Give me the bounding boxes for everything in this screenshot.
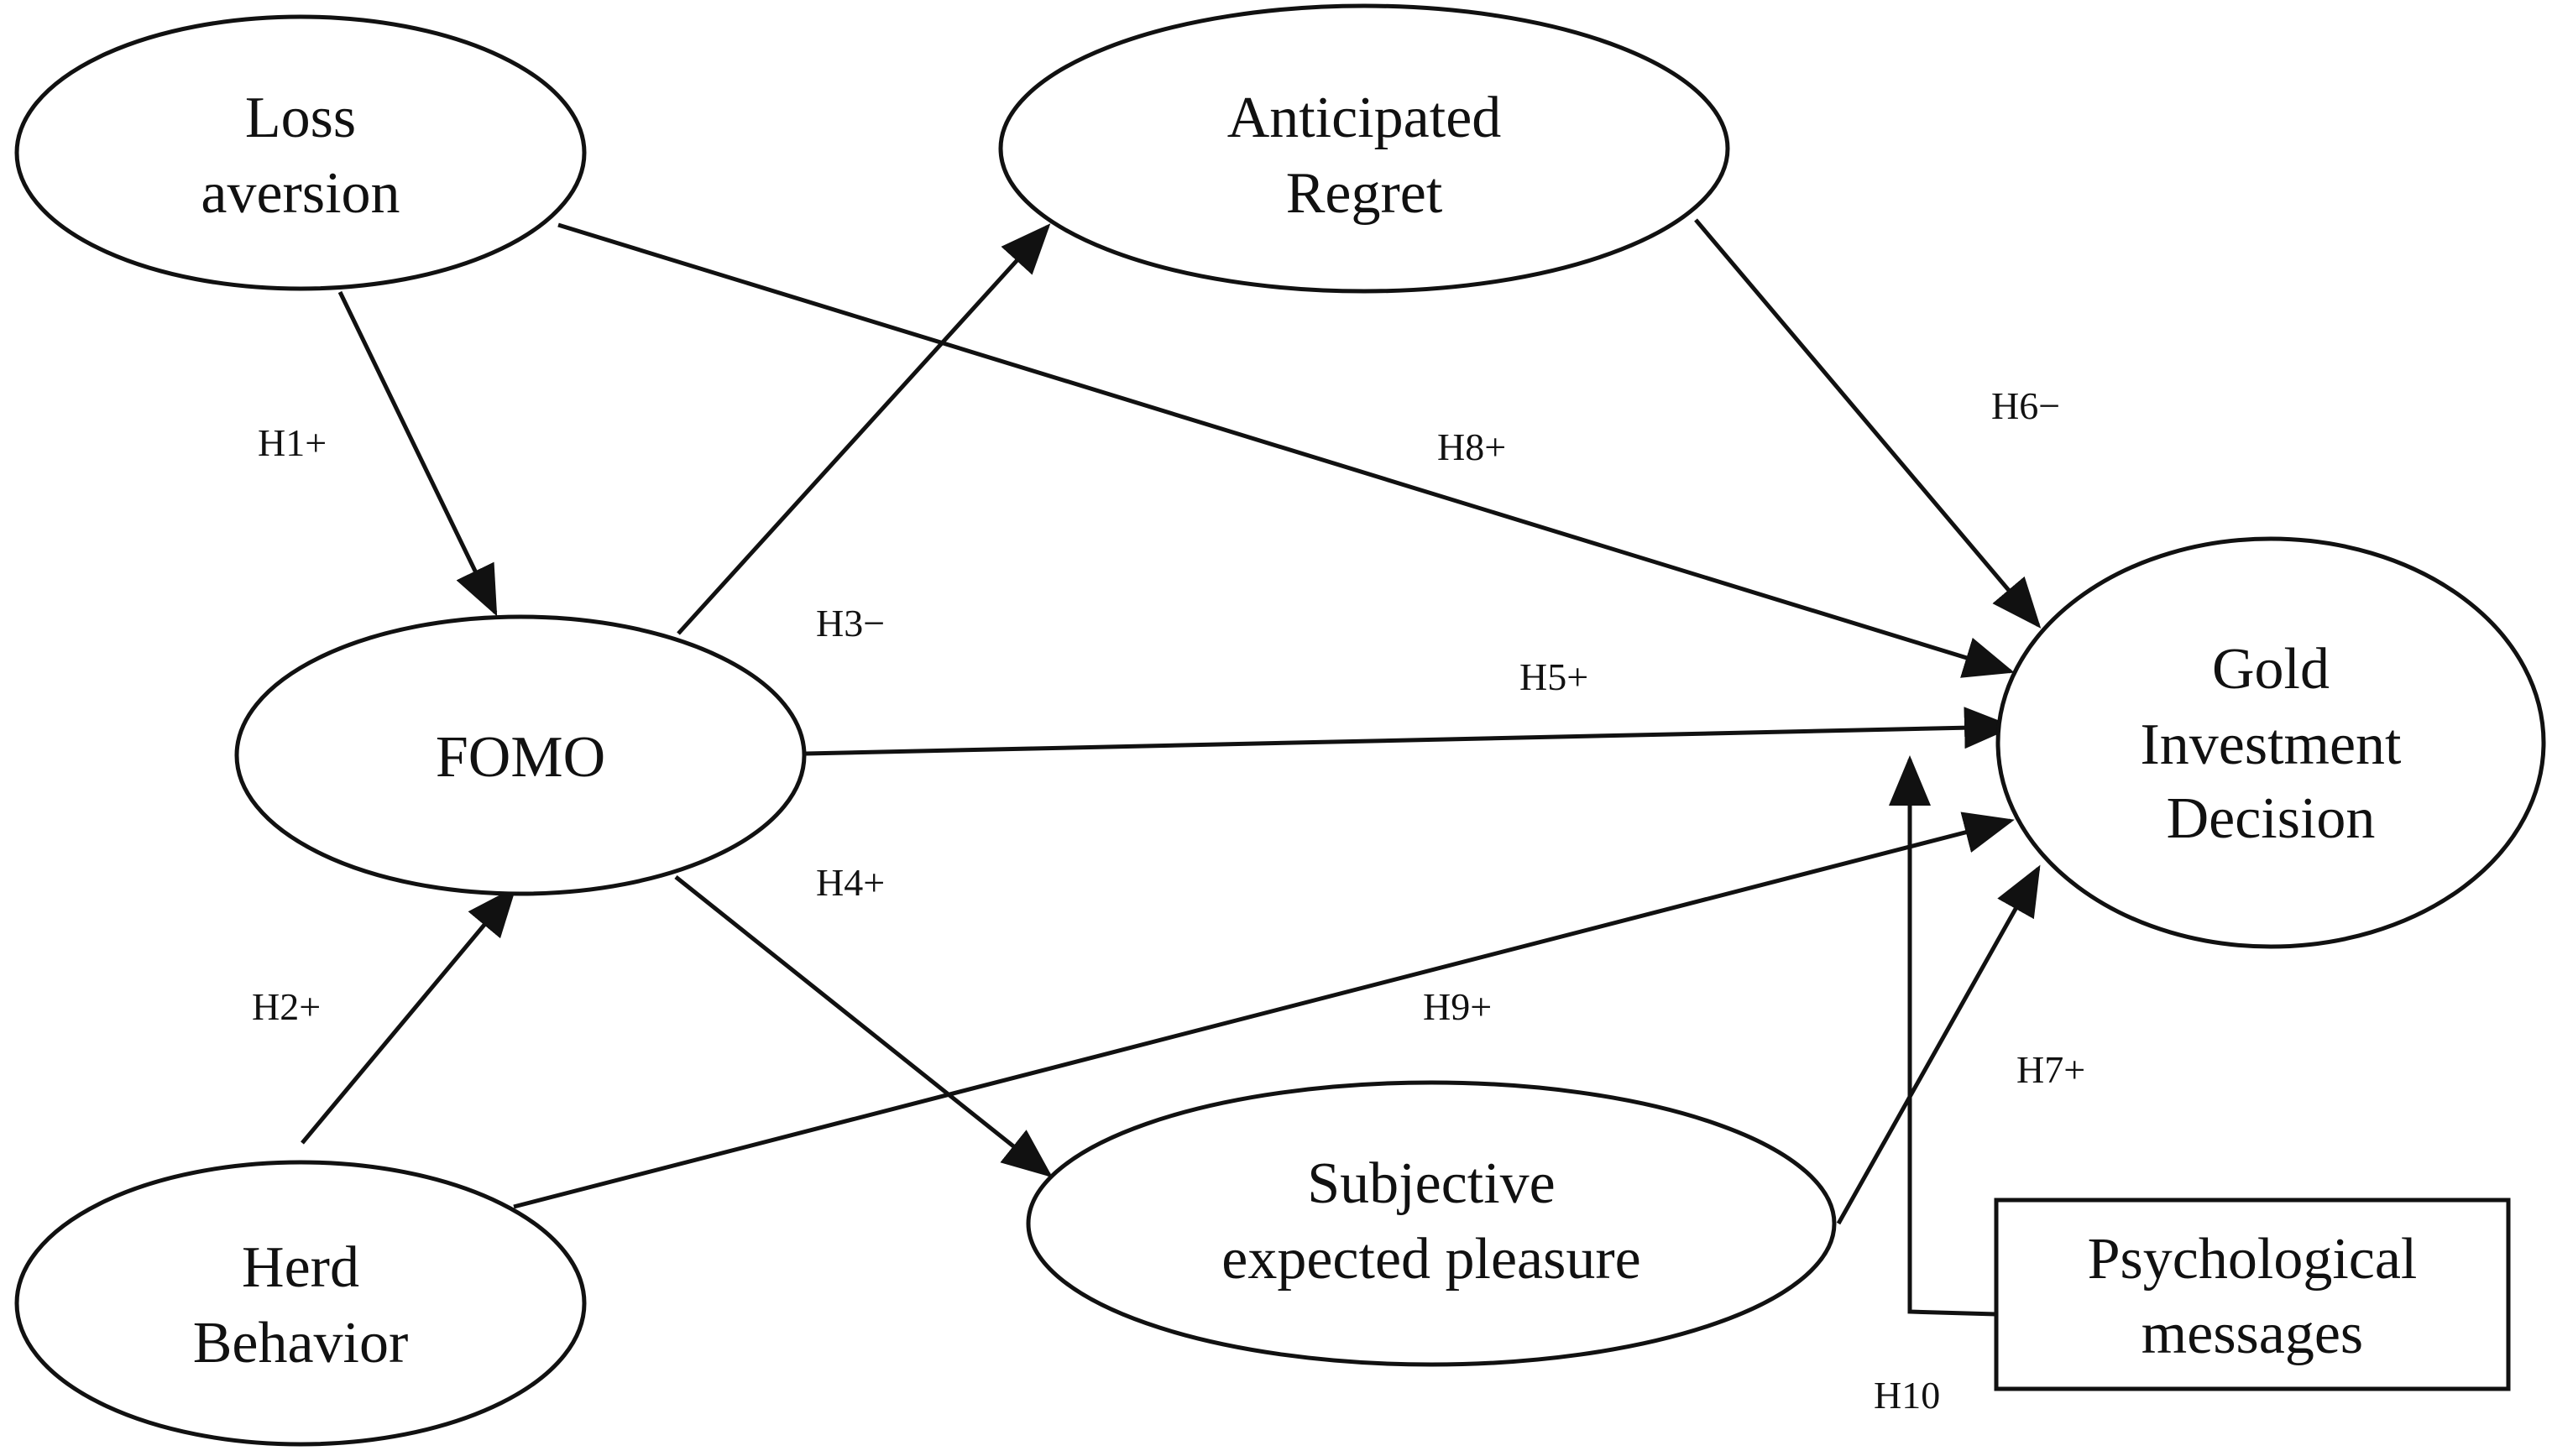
edge-label-h10: H10 <box>1874 1374 1940 1417</box>
loss-aversion-label-line2: aversion <box>201 161 400 226</box>
edge-h7-arrow <box>1836 864 2041 1225</box>
edge-h4-arrow <box>674 875 1053 1178</box>
edge-h1-arrow <box>337 290 498 617</box>
subjective-expected-pleasure-ellipse <box>1026 1080 1837 1367</box>
node-subjective-expected-pleasure: Subjective expected pleasure <box>1026 1080 1837 1367</box>
edge-label-h7: H7+ <box>2016 1048 2085 1091</box>
edges <box>301 218 2042 1317</box>
gold-investment-decision-label-line1: Gold <box>2212 637 2330 702</box>
fomo-ellipse <box>234 614 807 896</box>
edge-label-h3: H3− <box>816 602 885 645</box>
edge-h9-arrow <box>513 811 2015 1209</box>
edge-labels: H1+ H2+ H3− H4+ H5+ H6− H7+ H8+ H9+ H10 <box>252 384 2085 1417</box>
node-loss-aversion: Loss aversion <box>14 14 587 291</box>
edge-label-h5: H5+ <box>1519 655 1588 698</box>
edge-label-h8: H8+ <box>1437 425 1506 468</box>
edge-h8-arrow <box>557 222 2015 678</box>
gold-investment-decision-ellipse <box>1995 536 2546 949</box>
loss-aversion-label-line1: Loss <box>245 86 356 150</box>
edge-h6-arrow <box>1694 218 2042 629</box>
node-anticipated-regret: Anticipated Regret <box>998 3 1730 294</box>
gold-investment-decision-label-line3: Decision <box>2167 786 2376 851</box>
anticipated-regret-ellipse <box>998 3 1730 294</box>
edge-label-h4: H4+ <box>816 861 885 904</box>
edge-label-h2: H2+ <box>252 985 321 1028</box>
psychological-messages-label-line1: Psychological <box>2088 1227 2418 1292</box>
edge-label-h6: H6− <box>1991 384 2060 427</box>
psychological-messages-box <box>1994 1198 2511 1391</box>
fomo-label: FOMO <box>436 725 605 790</box>
psychological-messages-label-line2: messages <box>2141 1302 2363 1366</box>
edge-label-h1: H1+ <box>258 421 327 464</box>
node-psychological-messages: Psychological messages <box>1994 1198 2511 1391</box>
edge-h5-arrow <box>805 707 2015 756</box>
edge-label-h9: H9+ <box>1423 985 1492 1028</box>
herd-behavior-ellipse <box>14 1160 587 1447</box>
loss-aversion-ellipse <box>14 14 587 291</box>
node-herd-behavior: Herd Behavior <box>14 1160 587 1447</box>
herd-behavior-label-line2: Behavior <box>193 1311 409 1375</box>
node-fomo: FOMO <box>234 614 807 896</box>
subjective-expected-pleasure-label-line2: expected pleasure <box>1221 1227 1640 1292</box>
anticipated-regret-label-line1: Anticipated <box>1227 86 1502 150</box>
edge-h10-arrow <box>1889 755 1997 1317</box>
edge-h3-arrow <box>677 223 1051 635</box>
node-gold-investment-decision: Gold Investment Decision <box>1995 536 2546 949</box>
anticipated-regret-label-line2: Regret <box>1286 161 1443 226</box>
subjective-expected-pleasure-label-line1: Subjective <box>1307 1151 1555 1216</box>
herd-behavior-label-line1: Herd <box>242 1235 359 1300</box>
edge-h2-arrow <box>301 886 517 1145</box>
gold-investment-decision-label-line2: Investment <box>2140 712 2402 777</box>
